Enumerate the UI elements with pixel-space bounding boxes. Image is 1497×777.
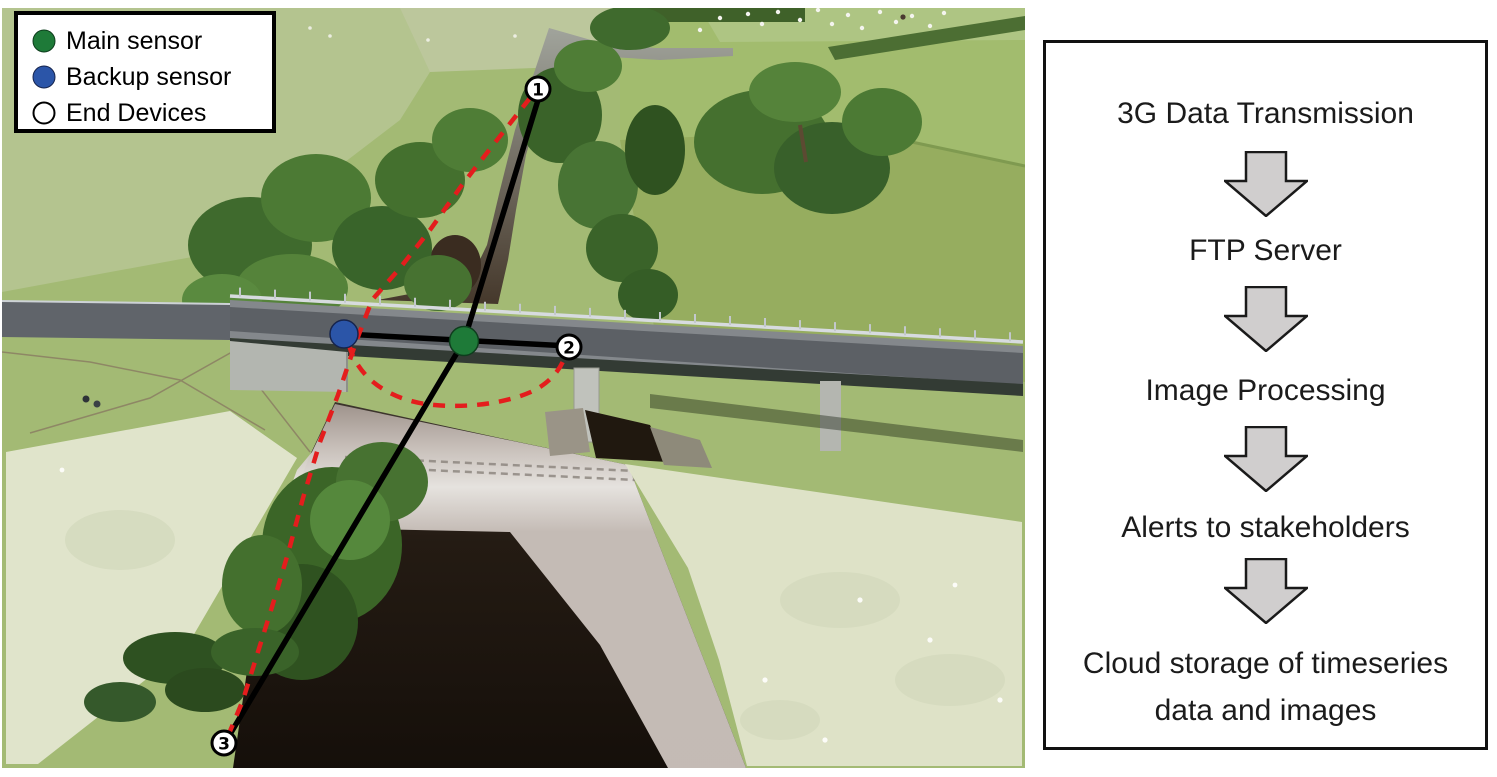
legend-label-main-sensor: Main sensor [66, 26, 203, 55]
down-arrow-icon [1223, 151, 1308, 217]
legend-item-backup-sensor: Backup sensor [32, 59, 272, 95]
site-photo: 1 2 3 Main sensor Backup sensor [2, 8, 1025, 768]
backup-link-device2 [346, 344, 569, 409]
down-arrow-icon [1223, 558, 1308, 624]
down-arrow-icon [1223, 426, 1308, 492]
flow-step-ftp-server: FTP Server [1189, 234, 1342, 267]
flow-step-image-processing: Image Processing [1145, 374, 1386, 407]
fov-overlay-left [6, 411, 297, 764]
backup-sensor-links [225, 96, 569, 737]
bridge [2, 287, 1024, 468]
link-main-to-device1 [461, 97, 541, 344]
link-main-to-device3 [223, 338, 467, 744]
white-markers [59, 467, 1003, 743]
end-device-2-circle [555, 333, 583, 361]
main-sensor-dot [448, 325, 480, 357]
left-abutment [230, 341, 347, 392]
sensor-network: 1 2 3 [210, 75, 583, 757]
trees [84, 8, 922, 722]
end-device-markers: 1 2 3 [210, 75, 583, 757]
railing-posts [239, 287, 1011, 342]
backup-sensor-icon [32, 65, 56, 89]
flowchart-box: 3G Data Transmission FTP Server Image Pr… [1043, 40, 1488, 750]
backup-sensor-dot [329, 319, 359, 349]
approach-road [2, 301, 230, 340]
legend-item-main-sensor: Main sensor [32, 23, 272, 59]
stone-bank-left [545, 408, 590, 456]
bridge-shadow [650, 394, 1023, 452]
river-upper [378, 28, 733, 304]
overlay-texture [65, 510, 1005, 740]
main-sensor-icon [32, 29, 56, 53]
legend-item-end-devices: End Devices [32, 95, 272, 131]
end-device-3-number: 3 [218, 735, 230, 755]
end-device-1-number: 1 [532, 81, 544, 101]
end-device-icon [32, 101, 56, 125]
flow-step-alerts: Alerts to stakeholders [1121, 511, 1410, 544]
people [82, 395, 101, 408]
data-pipeline-panel: 3G Data Transmission FTP Server Image Pr… [1027, 0, 1497, 777]
map-legend: Main sensor Backup sensor End Devices [14, 11, 276, 133]
stream-channel [585, 410, 668, 462]
down-arrow-icon [1223, 286, 1308, 352]
end-device-3-circle [210, 729, 238, 757]
aerial-photo-graphic: 1 2 3 [2, 8, 1025, 768]
flow-step-cloud-storage: Cloud storage of timeseries data and ima… [1082, 647, 1449, 728]
legend-label-end-devices: End Devices [66, 98, 207, 127]
fences [2, 351, 311, 453]
end-device-2-number: 2 [563, 339, 575, 359]
flow-step-3g-transmission: 3G Data Transmission [1117, 97, 1414, 130]
bridge-pier-right [820, 381, 841, 451]
bridge-railing [229, 294, 1024, 344]
stone-bank-right [650, 427, 712, 468]
legend-label-backup-sensor: Backup sensor [66, 62, 232, 91]
sheep-dots [308, 8, 947, 42]
backup-link-device1-device3 [225, 96, 532, 737]
end-device-1-circle [524, 75, 552, 103]
